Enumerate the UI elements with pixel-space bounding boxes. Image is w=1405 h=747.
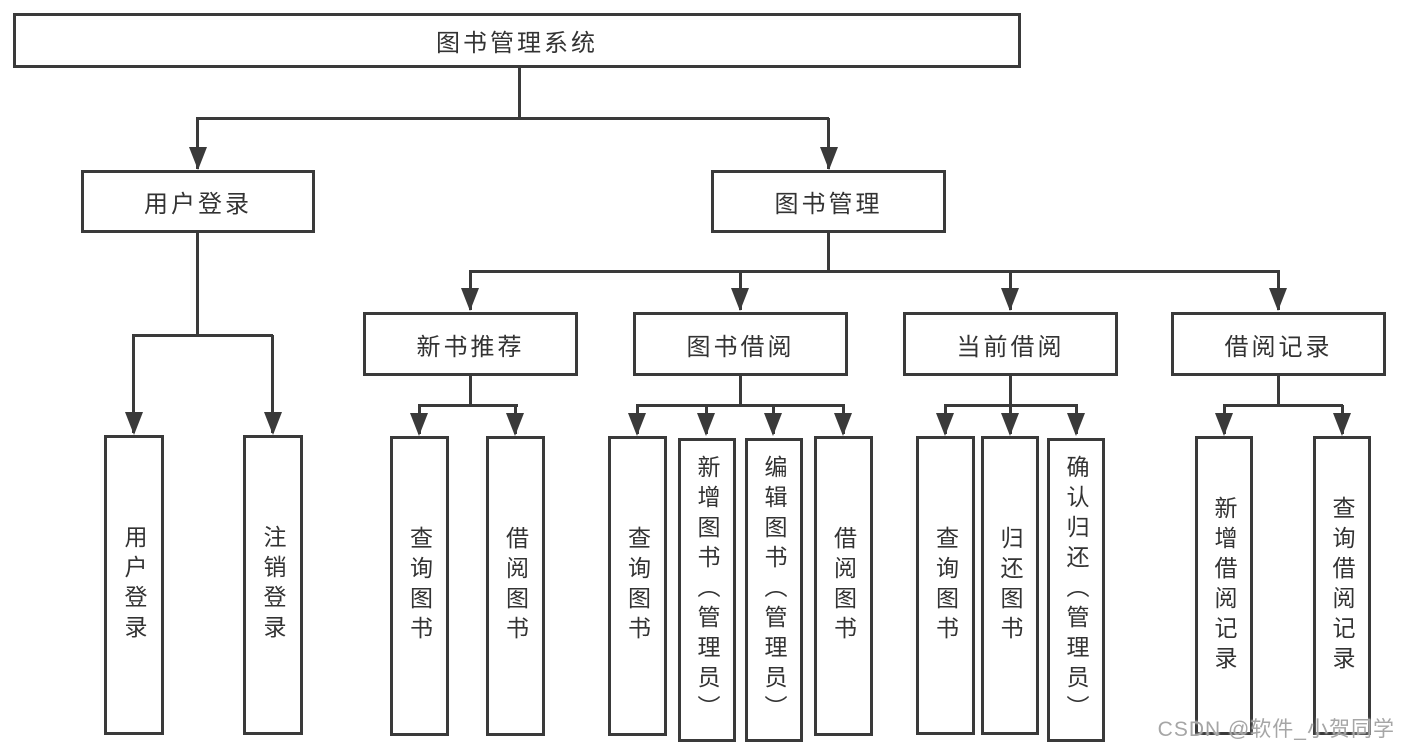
node-user-login-leaf-label: 用户登录 [121, 525, 147, 645]
node-add-borrow-record: 新增借阅记录 [1195, 436, 1253, 735]
connector-line [271, 335, 274, 433]
csdn-watermark: CSDN @软件_小贺同学 [1157, 718, 1395, 741]
node-book-borrowing: 图书借阅 [633, 312, 848, 376]
arrow-down-icon [506, 413, 524, 436]
node-query-books-recommend: 查询图书 [390, 436, 449, 736]
arrow-down-icon [1269, 288, 1287, 311]
arrow-down-icon [731, 288, 749, 311]
connector-line [132, 334, 273, 337]
arrow-down-icon [697, 413, 715, 436]
connector-line [1277, 374, 1280, 407]
node-logout-label: 注销登录 [260, 525, 286, 645]
node-query-borrow-record-label: 查询借阅记录 [1329, 495, 1355, 676]
connector-line [827, 118, 830, 169]
connector-line [196, 231, 199, 336]
node-query-borrow-record: 查询借阅记录 [1313, 436, 1371, 735]
connector-line [196, 118, 199, 169]
node-return-books-label: 归还图书 [997, 525, 1023, 646]
node-add-books-admin-label: 新增图书（管理员） [694, 455, 720, 725]
arrow-down-icon [125, 412, 143, 435]
node-current-borrowing-label: 当前借阅 [956, 333, 1065, 361]
arrow-down-icon [1001, 288, 1019, 311]
connector-line [469, 374, 472, 407]
arrow-down-icon [189, 147, 207, 170]
node-new-book-recommend-label: 新书推荐 [416, 333, 525, 361]
connector-line [636, 404, 845, 407]
node-edit-books-admin: 编辑图书（管理员） [745, 438, 803, 742]
node-book-management: 图书管理 [711, 170, 946, 233]
arrow-down-icon [461, 288, 479, 311]
connector-line [1223, 404, 1343, 407]
node-query-books-current-label: 查询图书 [932, 525, 959, 646]
node-query-books-borrowing-label: 查询图书 [624, 526, 651, 646]
node-confirm-return-admin: 确认归还（管理员） [1047, 438, 1105, 742]
node-borrow-books-recommend-label: 借阅图书 [502, 526, 529, 646]
node-borrow-books-recommend: 借阅图书 [486, 436, 545, 736]
node-return-books: 归还图书 [981, 436, 1039, 735]
arrow-down-icon [264, 412, 282, 435]
node-user-login-label: 用户登录 [144, 191, 252, 218]
connector-line [827, 231, 830, 272]
arrow-down-icon [1067, 413, 1085, 436]
arrow-down-icon [834, 413, 852, 436]
arrow-down-icon [764, 413, 782, 436]
node-add-borrow-record-label: 新增借阅记录 [1211, 495, 1237, 676]
node-borrowing-records: 借阅记录 [1171, 312, 1386, 376]
connector-line [469, 270, 1280, 273]
node-book-management-label: 图书管理 [774, 191, 883, 218]
node-query-books-current: 查询图书 [916, 436, 975, 735]
node-confirm-return-admin-label: 确认归还（管理员） [1063, 455, 1089, 725]
arrow-down-icon [1001, 413, 1019, 436]
node-borrow-books-borrowing: 借阅图书 [814, 436, 873, 736]
node-user-login-leaf: 用户登录 [104, 435, 164, 735]
arrow-down-icon [628, 413, 646, 436]
node-library-system-label: 图书管理系统 [436, 30, 598, 57]
arrow-down-icon [410, 413, 428, 436]
node-edit-books-admin-label: 编辑图书（管理员） [761, 455, 787, 725]
node-query-books-recommend-label: 查询图书 [406, 526, 433, 646]
node-borrowing-records-label: 借阅记录 [1224, 333, 1333, 361]
node-add-books-admin: 新增图书（管理员） [678, 438, 736, 742]
node-library-system: 图书管理系统 [13, 13, 1021, 68]
node-current-borrowing: 当前借阅 [903, 312, 1118, 376]
node-logout: 注销登录 [243, 435, 303, 735]
node-book-borrowing-label: 图书借阅 [686, 333, 795, 361]
arrow-down-icon [1215, 413, 1233, 436]
node-new-book-recommend: 新书推荐 [363, 312, 578, 376]
node-user-login: 用户登录 [81, 170, 315, 233]
node-borrow-books-borrowing-label: 借阅图书 [830, 526, 857, 646]
connector-line [418, 404, 518, 407]
arrow-down-icon [936, 413, 954, 436]
arrow-down-icon [820, 147, 838, 170]
connector-line [518, 65, 521, 118]
arrow-down-icon [1333, 413, 1351, 436]
connector-line [1009, 374, 1012, 407]
connector-line [739, 374, 742, 407]
connector-line [196, 117, 829, 120]
node-query-books-borrowing: 查询图书 [608, 436, 667, 736]
connector-line [132, 335, 135, 433]
